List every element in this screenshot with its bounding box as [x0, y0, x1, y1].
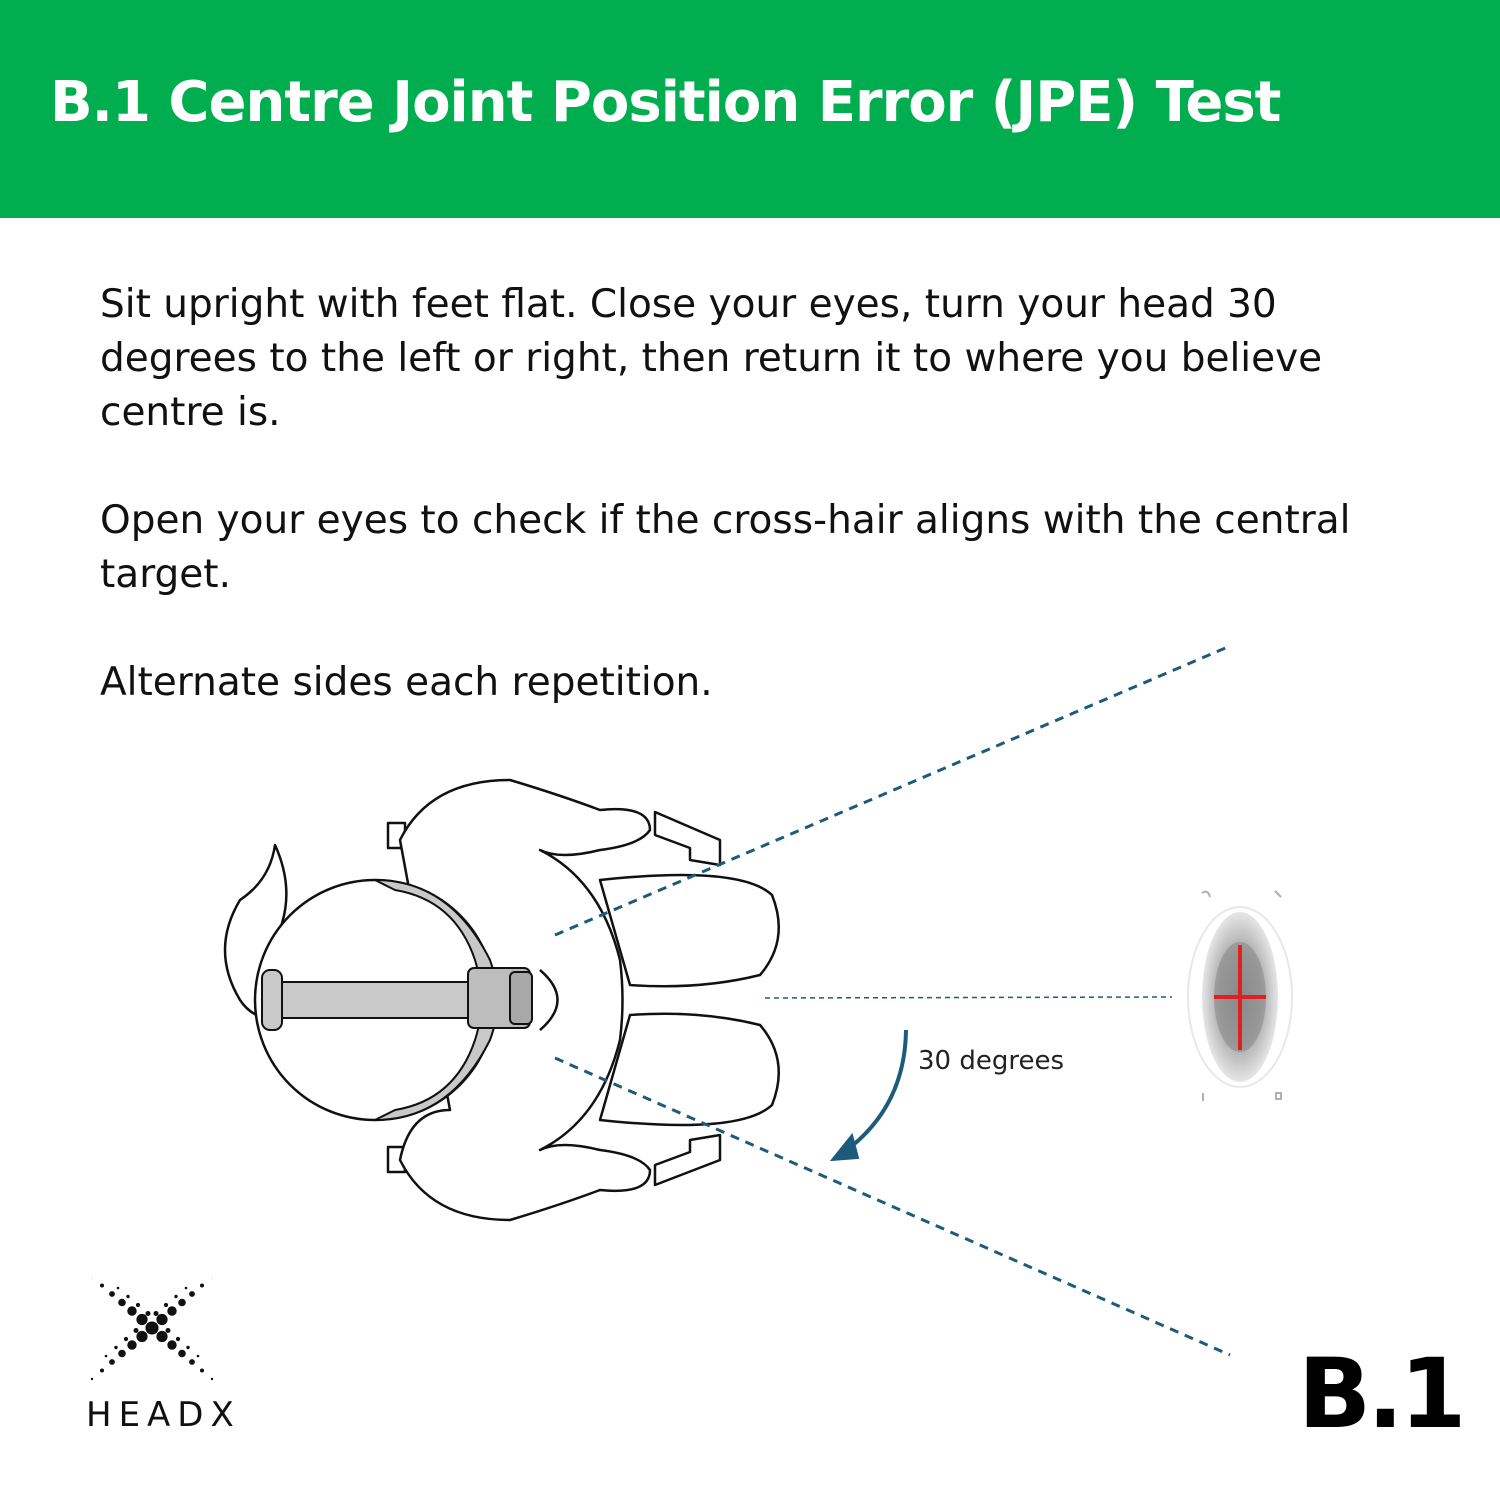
- page-title: B.1 Centre Joint Position Error (JPE) Te…: [50, 70, 1281, 135]
- logo-dot: [200, 1283, 204, 1288]
- logo-dot: [136, 1330, 148, 1343]
- logo-dot: [178, 1298, 186, 1307]
- angle-label: 30 degrees: [918, 1046, 1065, 1076]
- logo-dot: [156, 1330, 168, 1343]
- rotation-arrow: [829, 1029, 908, 1162]
- logo-dot: [118, 1349, 126, 1358]
- logo-dot: [156, 1313, 168, 1326]
- logo-dot: [145, 1321, 159, 1335]
- logo-dot: [136, 1313, 148, 1326]
- logo-dot: [109, 1359, 115, 1365]
- header-banner: B.1 Centre Joint Position Error (JPE) Te…: [0, 0, 1500, 218]
- logo-dot: [174, 1294, 178, 1299]
- logo-dot: [200, 1368, 204, 1373]
- logo-dot: [90, 1377, 94, 1381]
- logo-dot: [165, 1327, 171, 1334]
- head-mounted-laser-device: [261, 879, 533, 1121]
- sight-lines: [554, 644, 1231, 1357]
- logo-dot: [186, 1345, 190, 1350]
- logo-dot: [127, 1340, 137, 1350]
- logo-dot: [118, 1298, 126, 1307]
- logo-dot: [163, 1302, 169, 1308]
- logo-dot: [167, 1306, 177, 1316]
- logo-dot: [100, 1283, 104, 1288]
- logo-dot: [196, 1354, 200, 1358]
- exercise-code-badge: B.1: [1298, 1338, 1466, 1450]
- logo-dot: [167, 1340, 177, 1350]
- logo-dot: [104, 1354, 108, 1358]
- logo-dot: [133, 1327, 139, 1334]
- instruction-step-1: Sit upright with feet flat. Close your e…: [100, 282, 1323, 435]
- instruction-step-3: Alternate sides each repetition.: [100, 660, 713, 705]
- instructions: Sit upright with feet flat. Close your e…: [100, 278, 1440, 710]
- logo-dot: [184, 1286, 188, 1290]
- logo-dot: [210, 1377, 214, 1381]
- logo-dot: [135, 1302, 141, 1308]
- logo-dot: [114, 1345, 118, 1350]
- logo-dot: [126, 1294, 130, 1299]
- crosshair-icon: [1214, 945, 1266, 1050]
- logo-dot: [127, 1306, 137, 1316]
- centre-sight-line: [764, 996, 1173, 999]
- central-target: [1187, 890, 1293, 1101]
- logo-dot: [189, 1291, 195, 1297]
- headx-logo-icon: [90, 1278, 214, 1381]
- logo-dot: [189, 1359, 195, 1365]
- logo-dot: [123, 1336, 129, 1342]
- logo-dot: [145, 1310, 151, 1317]
- headx-wordmark: HEADX: [86, 1395, 241, 1435]
- right-sight-line: [554, 1056, 1231, 1357]
- instruction-step-2: Open your eyes to check if the cross-hai…: [100, 498, 1351, 597]
- logo-dot: [178, 1349, 186, 1358]
- logo-dot: [109, 1291, 115, 1297]
- logo-dot: [175, 1336, 181, 1342]
- logo-dot: [116, 1286, 120, 1290]
- left-sight-line: [554, 644, 1231, 937]
- logo-dot: [100, 1368, 104, 1373]
- logo-dot: [153, 1310, 159, 1317]
